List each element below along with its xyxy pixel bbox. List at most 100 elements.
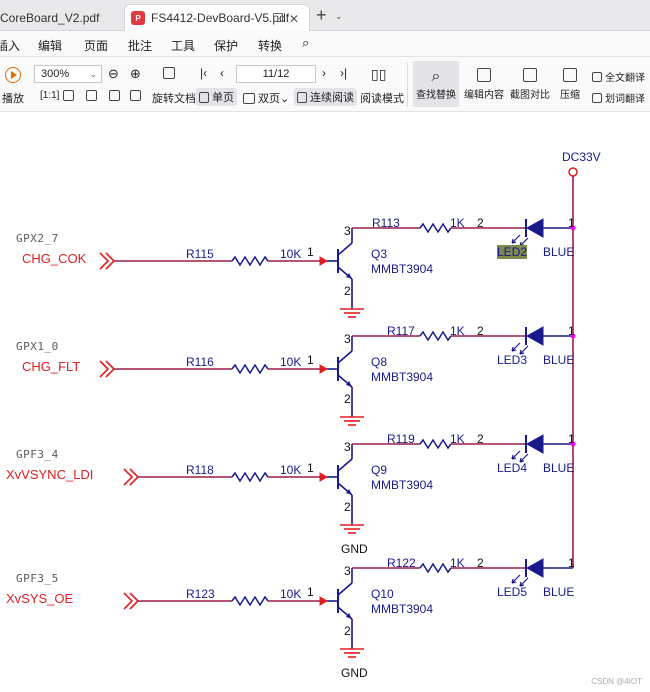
chevron-down-icon[interactable]: ⌄	[335, 11, 343, 21]
led-resistor-value: 1K	[450, 324, 465, 338]
toolbar: 播放 300% ⌄ ⊖ ⊕ |‹ ‹ 11/12 › ›| ▯▯ [1:1] 旋…	[0, 57, 650, 112]
transistor-part: MMBT3904	[371, 602, 434, 616]
menu-bar: 插入 编辑 页面 批注 工具 保护 转换 ⌕	[0, 31, 650, 57]
full-translate-button[interactable]: 全文翻译	[592, 69, 645, 84]
next-page-icon[interactable]: ›	[322, 66, 326, 80]
zoom-out-icon[interactable]: ⊖	[108, 66, 119, 81]
net-label: GPX2_7	[16, 232, 59, 245]
edit-icon	[477, 67, 491, 82]
led-resistor	[419, 438, 452, 450]
signal-connector	[99, 252, 116, 270]
first-page-icon[interactable]: |‹	[200, 66, 208, 80]
led-resistor-value: 1K	[450, 556, 465, 570]
page-input[interactable]: 11/12	[236, 65, 316, 83]
edit-content-button[interactable]: 编辑内容	[462, 61, 506, 107]
toolbar-divider	[407, 63, 408, 107]
led-ref: LED4	[497, 461, 528, 475]
rotate-left-icon[interactable]	[109, 90, 120, 101]
fit-width-icon[interactable]	[86, 90, 97, 101]
single-page-label: 单页	[212, 92, 234, 104]
search-icon[interactable]: ⌕	[302, 35, 310, 50]
base-resistor	[231, 471, 269, 483]
led-resistor	[419, 562, 452, 574]
chevron-down-icon: ⌄	[89, 69, 97, 79]
menu-insert[interactable]: 插入	[0, 39, 21, 53]
rotate-right-icon[interactable]	[130, 90, 141, 101]
new-tab-button[interactable]: +	[316, 5, 327, 25]
close-icon[interactable]: ✕	[288, 12, 299, 26]
menu-tools[interactable]: 工具	[171, 39, 196, 53]
edit-content-label: 编辑内容	[464, 89, 504, 101]
transistor-part: MMBT3904	[371, 262, 434, 276]
emitter-arrow	[346, 489, 352, 495]
tab-label: FS4412-DevBoard-V5.pdf	[151, 11, 290, 25]
book-icon[interactable]: ▯▯	[371, 66, 387, 82]
full-translate-label: 全文翻译	[605, 73, 645, 84]
light-arrows	[511, 342, 529, 355]
transistor-collector	[337, 350, 353, 364]
find-replace-button[interactable]: ⌕ 查找替换	[413, 61, 459, 107]
pin-label: 1	[568, 432, 575, 446]
fit-page-icon[interactable]	[63, 90, 74, 101]
pin-label: 2	[477, 216, 484, 230]
menu-protect[interactable]: 保护	[214, 39, 239, 53]
pin-label: 1	[568, 556, 575, 570]
light-arrows	[511, 450, 529, 463]
prev-page-icon[interactable]: ‹	[220, 66, 224, 80]
emitter-arrow	[346, 381, 352, 387]
led-diode	[525, 218, 544, 238]
junction-dot	[570, 441, 576, 447]
reading-mode-button[interactable]: 阅读模式	[360, 93, 404, 105]
base-arrow	[319, 596, 329, 606]
word-translate-label: 划词翻译	[605, 94, 645, 105]
signal-connector	[99, 360, 116, 378]
last-page-icon[interactable]: ›|	[340, 66, 348, 80]
window-icon[interactable]	[273, 13, 283, 22]
tab-devboard[interactable]: P FS4412-DevBoard-V5.pdf ✕	[124, 4, 310, 31]
menu-edit[interactable]: 编辑	[38, 39, 63, 53]
zoom-select[interactable]: 300% ⌄	[34, 65, 102, 83]
junction-dot	[570, 225, 576, 231]
transistor-ref: Q8	[371, 355, 388, 369]
pin-label: 2	[477, 556, 484, 570]
rotate-page-icon[interactable]	[163, 67, 175, 79]
actual-size-icon[interactable]: [1:1]	[40, 90, 60, 101]
signal-label: CHG_COK	[22, 251, 87, 266]
base-resistor-ref: R116	[186, 355, 214, 369]
power-terminal	[568, 167, 578, 177]
word-translate-button[interactable]: 划词翻译	[592, 90, 645, 105]
rotate-doc-button[interactable]: 旋转文档	[152, 93, 196, 105]
zoom-in-icon[interactable]: ⊕	[130, 66, 141, 81]
compress-button[interactable]: 压缩	[555, 61, 585, 107]
play-label[interactable]: 播放	[2, 93, 24, 105]
menu-annotate[interactable]: 批注	[128, 39, 153, 53]
led-resistor	[419, 330, 452, 342]
pin-label: 3	[344, 440, 351, 454]
led-diode	[525, 558, 544, 578]
base-arrow	[319, 472, 329, 482]
pin-label: 1	[307, 353, 314, 367]
compare-button[interactable]: 截图对比	[509, 61, 551, 107]
base-resistor-value: 10K	[280, 355, 302, 369]
menu-convert[interactable]: 转换	[258, 39, 283, 53]
signal-connector	[123, 468, 140, 486]
led-resistor-ref: R117	[387, 324, 415, 338]
base-resistor	[231, 255, 269, 267]
led-resistor	[419, 222, 452, 234]
double-page-button[interactable]: 双页 ⌄	[243, 90, 289, 106]
translate-icon	[592, 92, 602, 103]
single-page-button[interactable]: 单页	[196, 88, 237, 106]
base-resistor-ref: R123	[186, 587, 215, 601]
search-icon: ⌕	[431, 67, 441, 85]
net-label: GPF3_5	[16, 572, 59, 585]
watermark: CSDN @4IOT	[591, 677, 642, 686]
led-resistor-ref: R119	[387, 432, 415, 446]
play-icon[interactable]	[5, 67, 21, 83]
transistor-collector	[337, 242, 353, 256]
led-color: BLUE	[543, 461, 575, 475]
continuous-read-button[interactable]: 连续阅读	[294, 88, 357, 106]
led-diode	[525, 434, 544, 454]
menu-page[interactable]: 页面	[84, 39, 109, 53]
tab-coreboard[interactable]: CoreBoard_V2.pdf	[0, 4, 120, 31]
